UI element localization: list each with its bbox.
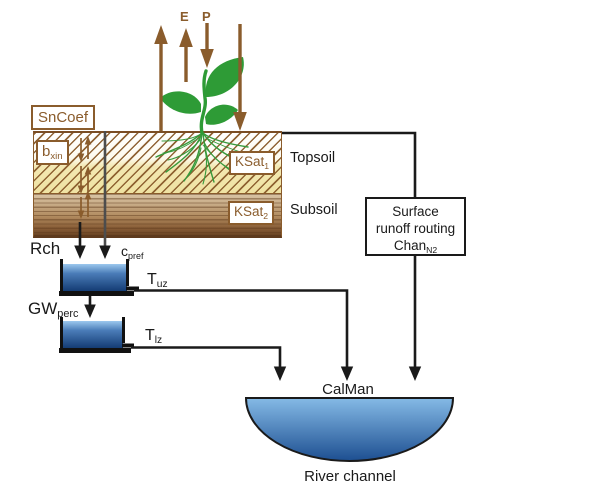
- bxin-subscript: xin: [50, 151, 63, 162]
- plant-leaf-left: [160, 91, 201, 114]
- surface-runoff-flowline: [282, 131, 422, 381]
- tlz-base: T: [145, 327, 155, 344]
- ksat1-box: KSat1: [229, 151, 276, 175]
- river-channel-shape: [244, 397, 455, 462]
- plant-illustration: [155, 57, 249, 185]
- gwperc-subscript: perc: [57, 308, 79, 320]
- surface-runoff-routing-box: Surface runoff routing ChanN2: [365, 197, 466, 256]
- soil-water-exchange-arrows: [77, 136, 92, 219]
- precipitation-label: P: [202, 9, 211, 24]
- tlz-subscript: lz: [154, 335, 163, 346]
- infiltration-parameter-box: bxin: [36, 140, 69, 166]
- bxin-base: b: [42, 143, 51, 160]
- surface-box-line2: runoff routing: [375, 221, 456, 236]
- ksat1-subscript: 1: [264, 161, 270, 171]
- calman-label: CalMan: [322, 381, 374, 398]
- recharge-label: Rch: [30, 239, 61, 258]
- cpref-subscript: pref: [128, 251, 144, 261]
- groundwater-percolation-arrow: [84, 296, 96, 318]
- chan-base: Chan: [393, 238, 427, 253]
- lower-zone-tank: [59, 317, 134, 353]
- subsoil-label: Subsoil: [290, 202, 338, 218]
- river-channel-label: River channel: [304, 468, 396, 485]
- lower-zone-outflow-line: [131, 346, 287, 381]
- plant-roots-icon: [155, 132, 249, 185]
- precipitation-arrows: [200, 23, 247, 131]
- surface-box-line1: Surface: [392, 204, 439, 219]
- plant-leaf-right: [205, 104, 238, 125]
- upper-zone-outflow-line: [134, 289, 354, 381]
- tuz-subscript: uz: [156, 279, 168, 290]
- upper-zone-tank: [59, 259, 139, 296]
- cpref-base: c: [121, 243, 128, 259]
- gwperc-base: GW: [28, 299, 58, 318]
- preferential-flow-line: [99, 131, 111, 259]
- plant-leaf-top: [205, 57, 244, 97]
- chan-subscript: N2: [426, 245, 438, 255]
- plant-stem: [199, 69, 208, 135]
- ksat2-subscript: 2: [263, 211, 269, 221]
- topsoil-label: Topsoil: [290, 150, 336, 166]
- surface-box-chan: ChanN2: [367, 237, 464, 259]
- groundwater-percolation-label: GWperc: [28, 299, 78, 320]
- evaporation-label: E: [180, 9, 189, 24]
- tuz-base: T: [147, 271, 157, 288]
- ksat2-box: KSat2: [228, 201, 275, 225]
- upper-zone-outflow-label: Tuz: [147, 271, 168, 290]
- evaporation-arrows: [154, 25, 193, 131]
- ksat1-base: KSat: [235, 154, 265, 169]
- preferential-flow-label: cpref: [121, 243, 143, 261]
- ksat2-base: KSat: [234, 204, 264, 219]
- lower-zone-outflow-label: Tlz: [145, 327, 162, 346]
- recharge-arrow: [74, 222, 86, 259]
- snow-coefficient-box: SnCoef: [31, 105, 96, 131]
